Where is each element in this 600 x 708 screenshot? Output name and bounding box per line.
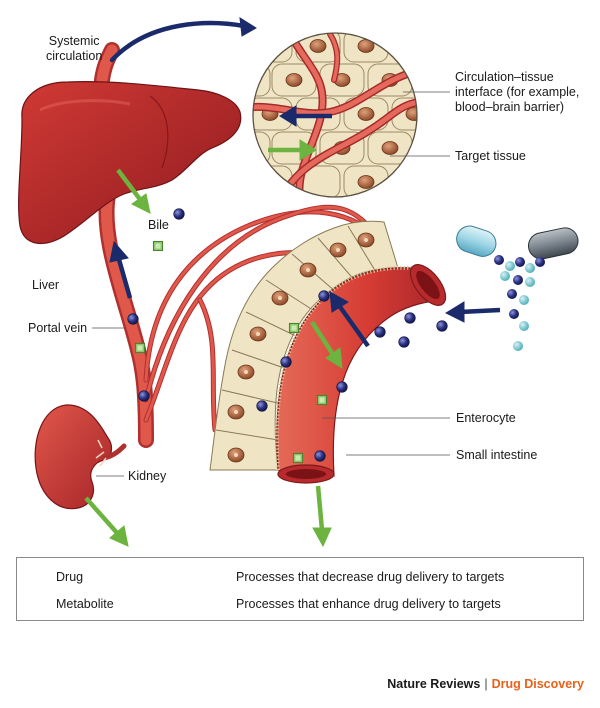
legend-drug-label: Drug — [56, 570, 84, 584]
label-liver: Liver — [32, 278, 60, 292]
legend — [16, 557, 584, 621]
liver — [18, 81, 242, 244]
label-bile: Bile — [148, 218, 169, 232]
small-intestine — [274, 264, 447, 484]
label-circulation-tissue-interface: Circulation–tissue interface (for exampl… — [455, 70, 580, 114]
label-systemic-circulation: Systemic circulation — [46, 34, 103, 63]
credit-separator: | — [484, 677, 488, 691]
label-kidney: Kidney — [128, 469, 167, 483]
label-portal-vein: Portal vein — [28, 321, 88, 335]
legend-decrease-label: Processes that decrease drug delivery to… — [236, 570, 505, 584]
drug-capsule — [456, 225, 579, 260]
label-target-tissue: Target tissue — [455, 149, 526, 163]
legend-metabolite-label: Metabolite — [56, 597, 114, 611]
credit-journal: Nature Reviews — [387, 677, 481, 691]
green-arrows — [84, 139, 343, 548]
label-enterocyte: Enterocyte — [456, 411, 516, 425]
kidney — [34, 404, 127, 510]
enterocyte-nuclei — [227, 232, 375, 463]
label-small-intestine: Small intestine — [456, 448, 538, 462]
credit-section: Drug Discovery — [491, 677, 584, 691]
journal-credit: Nature Reviews|Drug Discovery — [387, 677, 584, 691]
released-particles — [494, 255, 545, 351]
leader-lines — [92, 91, 450, 477]
blue-arrows — [109, 17, 501, 348]
legend-enhance-label: Processes that enhance drug delivery to … — [236, 597, 501, 611]
